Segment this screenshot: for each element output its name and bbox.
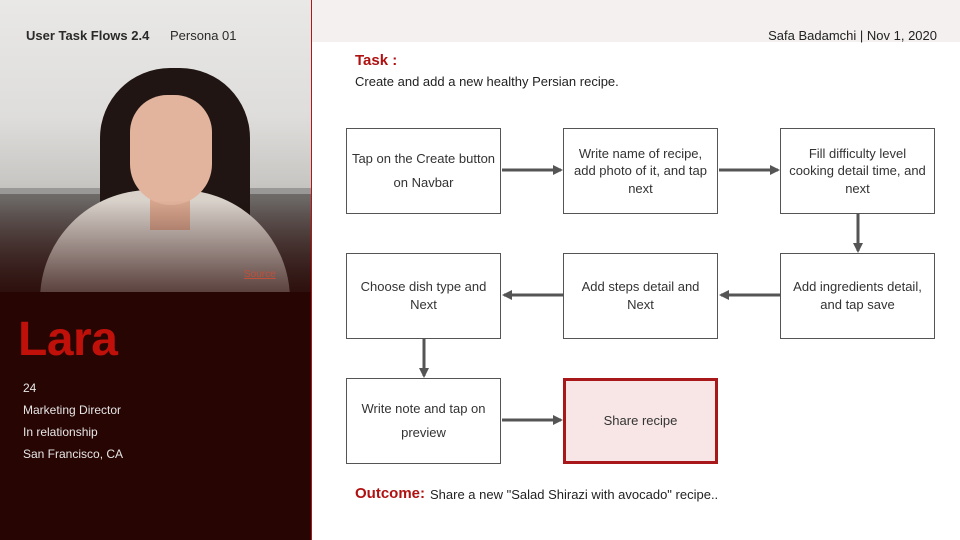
author-date: Safa Badamchi | Nov 1, 2020	[768, 28, 937, 43]
panel-divider	[311, 0, 312, 540]
flow-step-difficulty: Fill difficulty level cooking detail tim…	[780, 128, 935, 214]
task-label: Task :	[355, 52, 398, 69]
persona-relationship: In relationship	[23, 425, 98, 439]
persona-label: Persona 01	[170, 28, 237, 43]
source-link[interactable]: Source	[244, 269, 276, 280]
flow-step-dish-type: Choose dish type and Next	[346, 253, 501, 339]
outcome-label: Outcome:	[355, 485, 426, 502]
persona-age: 24	[23, 381, 37, 395]
top-bar	[312, 0, 960, 42]
persona-location: San Francisco, CA	[23, 447, 124, 461]
flow-step-steps: Add steps detail and Next	[563, 253, 718, 339]
persona-occupation: Marketing Director	[23, 403, 122, 417]
persona-panel: User Task Flows 2.4 Persona 01 Source La…	[0, 0, 311, 540]
outcome-description: Share a new "Salad Shirazi with avocado"…	[430, 487, 719, 502]
flow-step-note-preview: Write note and tap on preview	[346, 378, 501, 464]
flow-step-create-button: Tap on the Create button on Navbar	[346, 128, 501, 214]
task-description: Create and add a new healthy Persian rec…	[355, 74, 619, 89]
flow-step-ingredients: Add ingredients detail, and tap save	[780, 253, 935, 339]
persona-photo	[0, 0, 311, 292]
page-title: User Task Flows 2.4	[26, 28, 150, 43]
flow-step-name-photo: Write name of recipe, add photo of it, a…	[563, 128, 718, 214]
persona-name: Lara	[18, 313, 118, 366]
flow-step-share-recipe: Share recipe	[563, 378, 718, 464]
